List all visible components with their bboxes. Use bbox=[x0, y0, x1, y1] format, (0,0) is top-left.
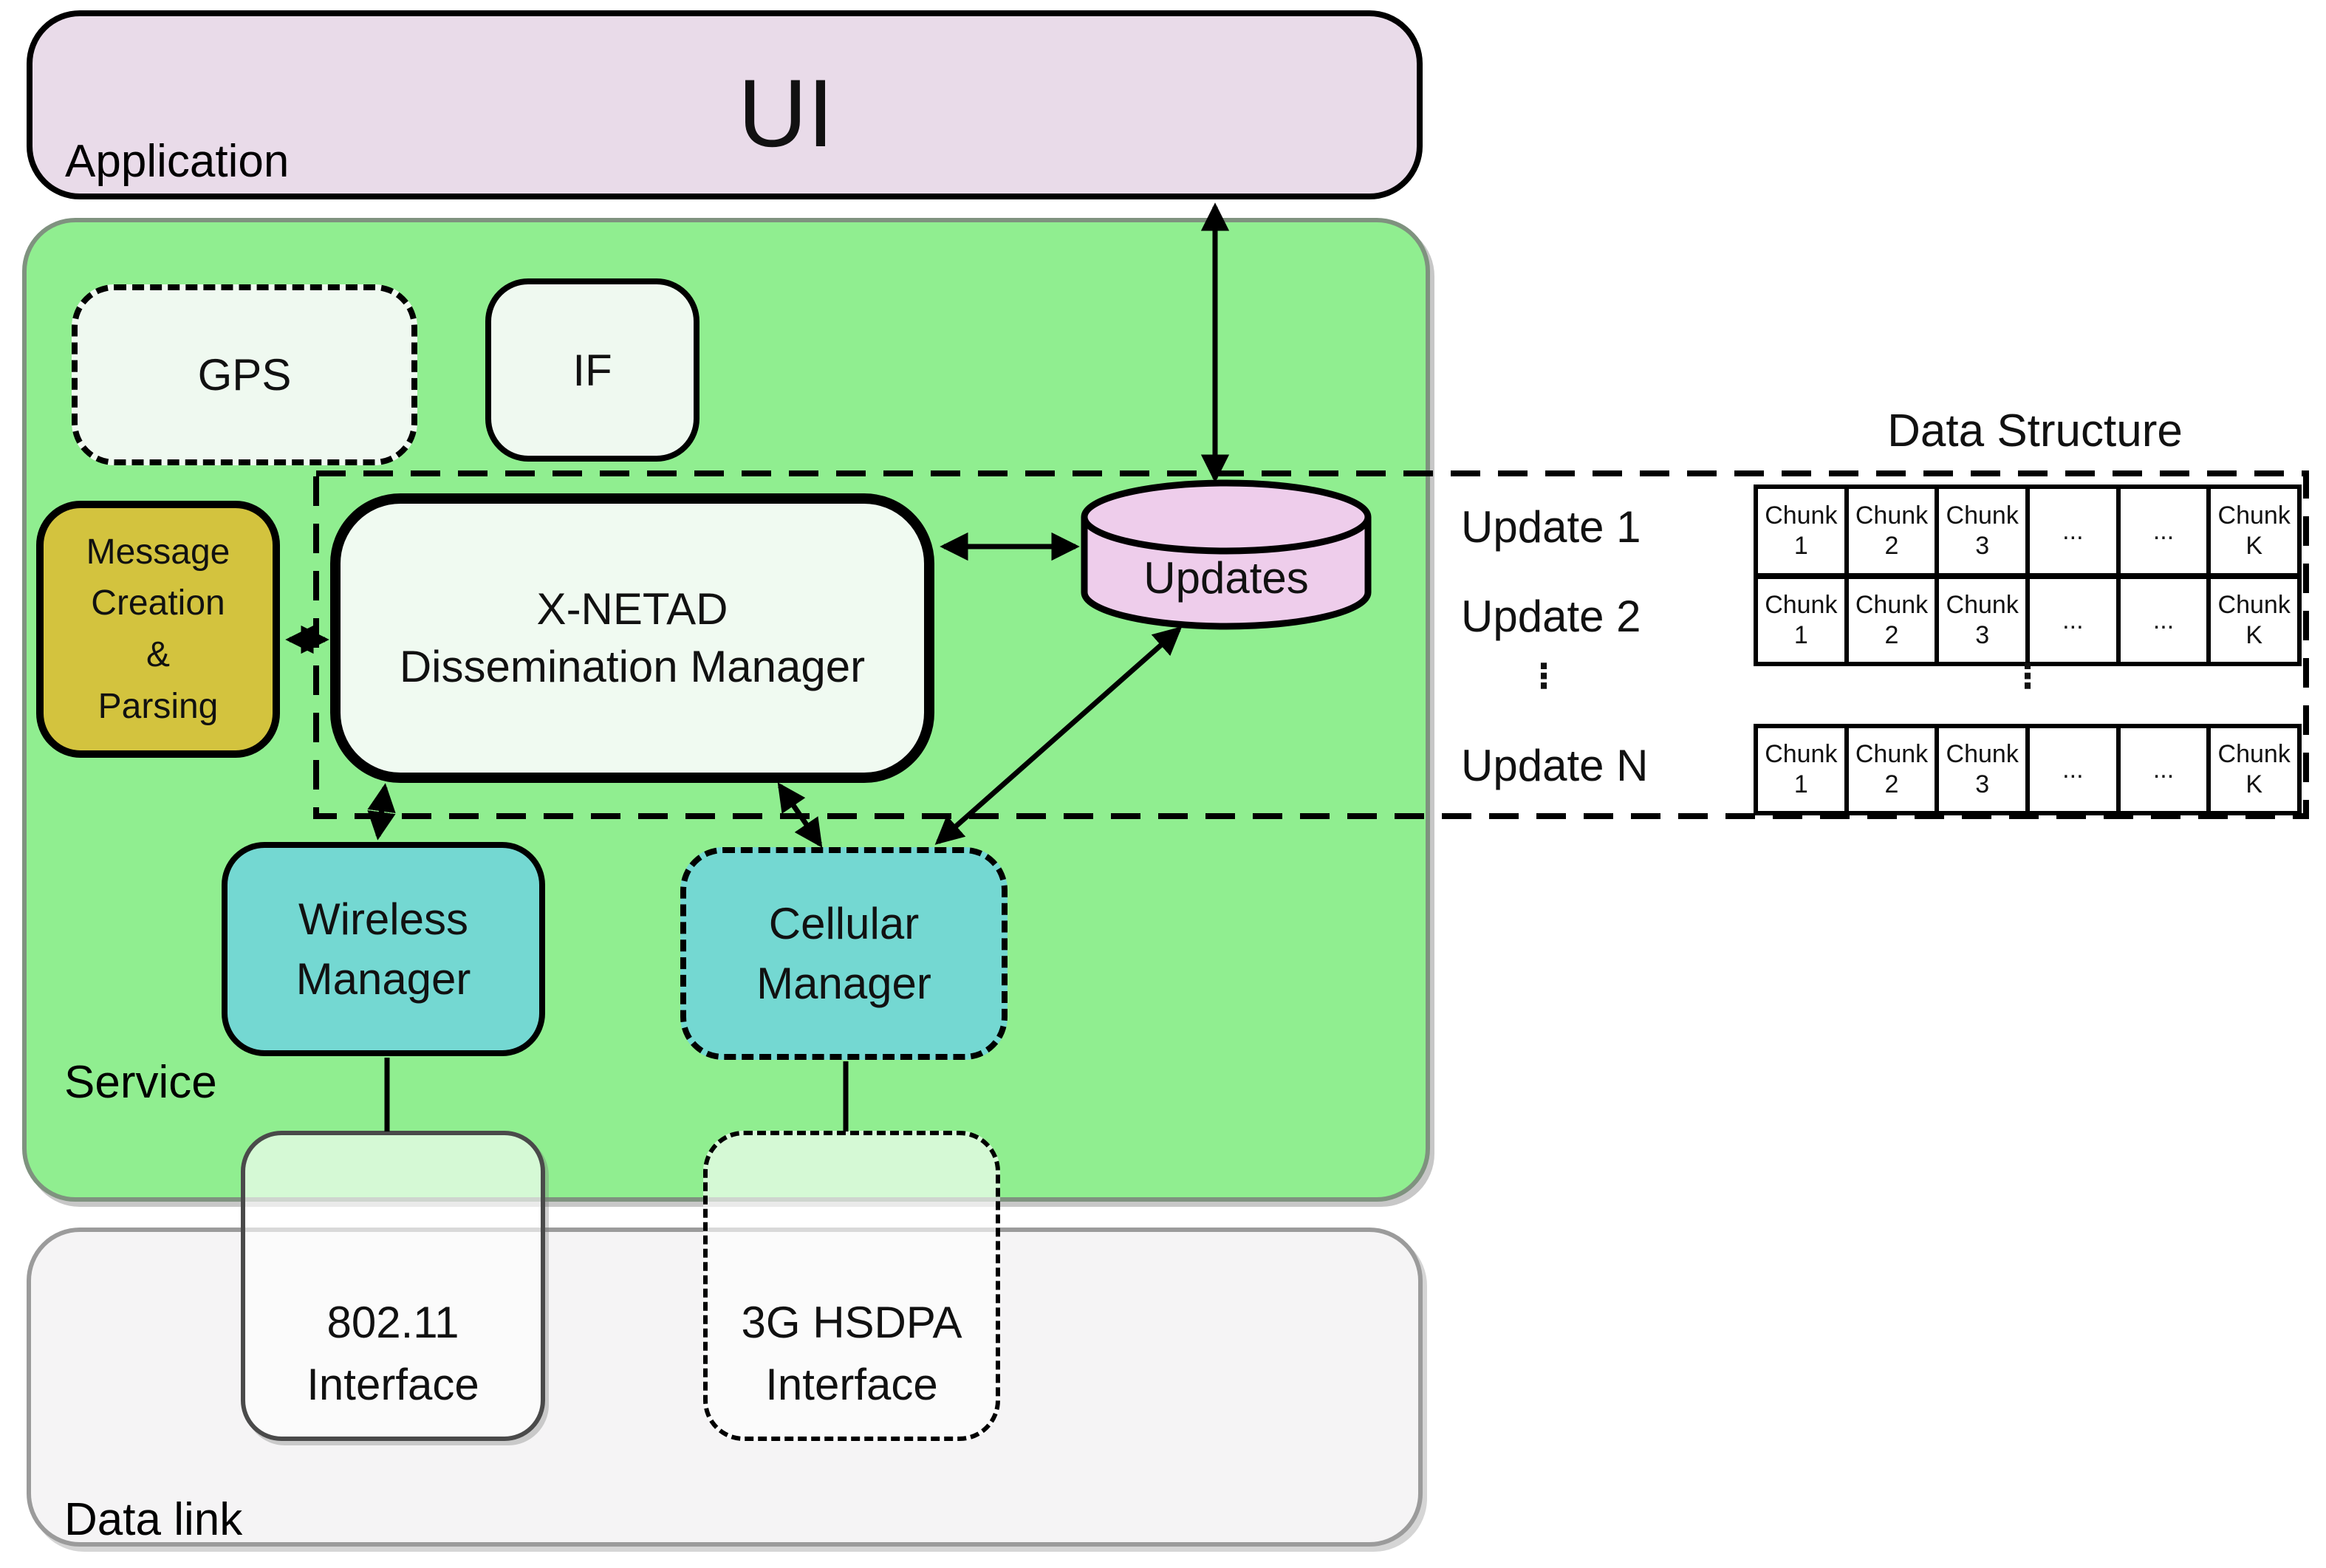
hsdpa-line1: 3G HSDPA bbox=[741, 1298, 962, 1347]
chunk-cell-dots: ... bbox=[2115, 489, 2207, 573]
if-label: IF bbox=[572, 345, 612, 395]
data-structure-title: Data Structure bbox=[1887, 405, 2183, 456]
gps-label: GPS bbox=[197, 350, 292, 400]
message-line2: Creation bbox=[91, 583, 225, 623]
chunk-cell-dots: ... bbox=[2025, 728, 2116, 811]
message-line3: & bbox=[146, 635, 170, 674]
update2-label: Update 2 bbox=[1461, 591, 1641, 641]
chunk-cell-dots: ... bbox=[2115, 579, 2207, 662]
wireless-line1: Wireless bbox=[298, 894, 468, 944]
cellular-line2: Manager bbox=[756, 959, 931, 1008]
application-layer-box bbox=[27, 10, 1423, 199]
xnetad-line1: X-NETAD bbox=[536, 584, 728, 634]
if-box: IF bbox=[485, 278, 699, 462]
chunk-cell-dots: ... bbox=[2025, 489, 2116, 573]
wireless-manager-box: Wireless Manager bbox=[222, 842, 545, 1056]
message-line4: Parsing bbox=[98, 686, 219, 726]
updates-vertical-ellipsis-left: ⋮ bbox=[1527, 657, 1561, 695]
cellular-manager-box: Cellular Manager bbox=[680, 847, 1008, 1060]
datalink-layer-label: Data link bbox=[64, 1494, 243, 1545]
message-line1: Message bbox=[86, 532, 230, 572]
updates-vertical-ellipsis-middle: ⋮ bbox=[2011, 657, 2045, 695]
message-creation-parsing-box: Message Creation & Parsing bbox=[36, 501, 280, 758]
application-layer-label: Application bbox=[65, 136, 290, 187]
update1-label: Update 1 bbox=[1461, 501, 1641, 552]
updates-label: Updates bbox=[1143, 553, 1309, 603]
hsdpa-line2: Interface bbox=[765, 1360, 938, 1409]
xnetad-line2: Dissemination Manager bbox=[399, 642, 866, 691]
chunk-cell-dots: ... bbox=[2025, 579, 2116, 662]
cellular-line1: Cellular bbox=[768, 899, 920, 948]
xnetad-dissemination-manager-box: X-NETAD Dissemination Manager bbox=[330, 493, 934, 783]
wifi-line2: Interface bbox=[307, 1360, 479, 1409]
service-layer-label: Service bbox=[64, 1057, 217, 1108]
hsdpa-3g-interface-box: 3G HSDPA Interface bbox=[703, 1131, 1000, 1441]
wireless-line2: Manager bbox=[295, 954, 471, 1004]
updateN-label: Update N bbox=[1461, 740, 1649, 790]
wifi-line1: 802.11 bbox=[326, 1298, 459, 1347]
ui-title: UI bbox=[738, 59, 834, 167]
wifi-80211-interface-box: 802.11 Interface bbox=[241, 1131, 545, 1441]
chunk-cell-dots: ... bbox=[2115, 728, 2207, 811]
gps-box: GPS bbox=[72, 284, 417, 465]
